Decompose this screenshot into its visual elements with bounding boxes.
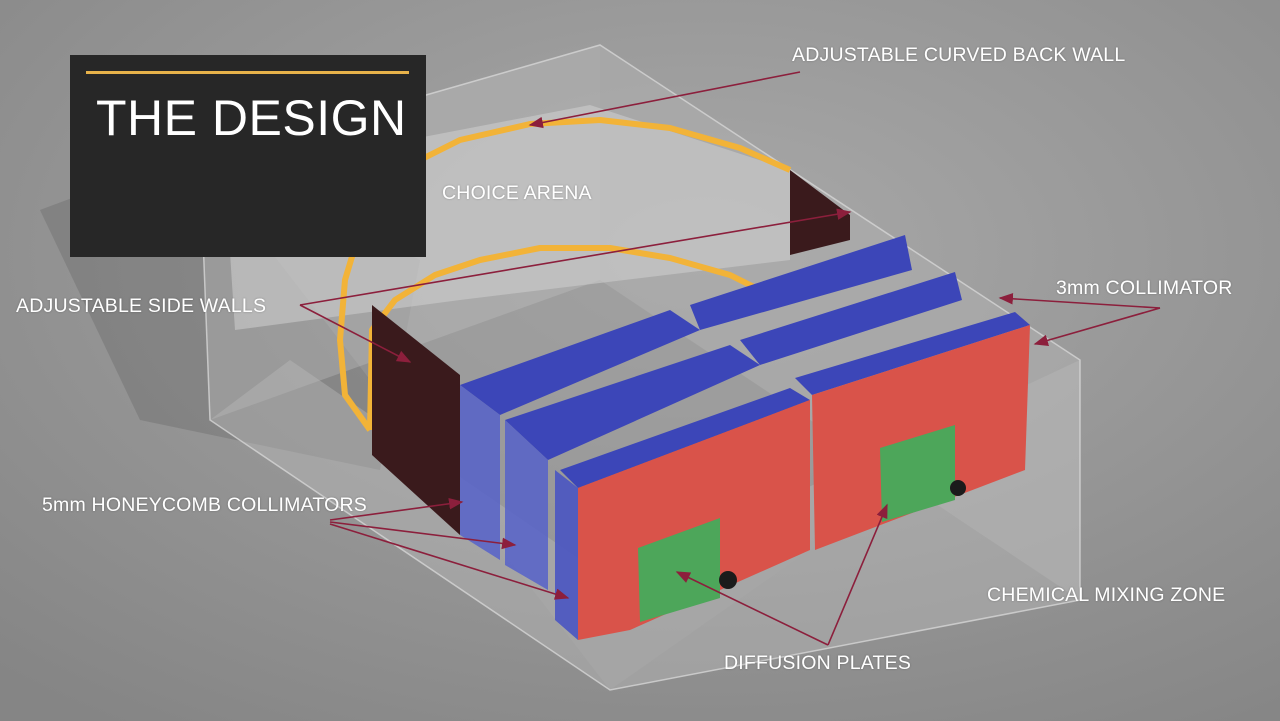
collimator-5mm-front	[560, 388, 810, 488]
inlet-hole-left	[719, 571, 737, 589]
collimator-blue-1	[460, 310, 700, 415]
side-wall-right	[790, 170, 850, 255]
label-3mm-collimator: 3mm COLLIMATOR	[1056, 277, 1233, 299]
red-plate-left	[578, 400, 810, 640]
label-choice-arena: CHOICE ARENA	[442, 182, 592, 204]
box-edges	[199, 44, 1081, 691]
title-box: THE DESIGN	[70, 55, 426, 257]
arrow-back-wall	[528, 71, 801, 129]
arrow-honeycomb-a	[329, 498, 464, 521]
arrow-honeycomb-b	[329, 521, 517, 550]
arrow-diffusion-right	[827, 503, 888, 646]
diffusion-plate-left	[638, 518, 720, 622]
arrow-3mm-b	[1033, 307, 1161, 346]
collimator-blue-4	[740, 272, 962, 365]
label-honeycomb-collimators: 5mm HONEYCOMB COLLIMATORS	[42, 494, 367, 516]
box-front-face	[210, 360, 1080, 690]
inlet-hole-right	[950, 480, 966, 496]
diffusion-plate-right	[880, 425, 955, 522]
collimator-5mm-front-face	[555, 470, 578, 640]
label-diffusion-plates: DIFFUSION PLATES	[724, 652, 912, 674]
arrow-side-walls-right	[299, 208, 852, 306]
slide-title: THE DESIGN	[96, 90, 407, 146]
arrow-diffusion-left	[675, 571, 829, 646]
collimator-3mm	[795, 312, 1030, 395]
collimator-blue-3	[690, 235, 912, 330]
side-wall-left	[372, 305, 460, 535]
callout-arrows	[299, 71, 1161, 646]
arrow-3mm-a	[998, 293, 1161, 309]
arrow-honeycomb-c	[329, 523, 570, 600]
label-side-walls: ADJUSTABLE SIDE WALLS	[16, 295, 267, 317]
label-mixing-zone: CHEMICAL MIXING ZONE	[987, 584, 1226, 606]
collimator-blue-1-face	[460, 385, 500, 560]
title-accent-rule	[86, 71, 409, 74]
collimator-blue-2	[505, 345, 760, 460]
arrow-side-walls-left	[299, 304, 412, 363]
label-back-wall: ADJUSTABLE CURVED BACK WALL	[792, 44, 1126, 66]
